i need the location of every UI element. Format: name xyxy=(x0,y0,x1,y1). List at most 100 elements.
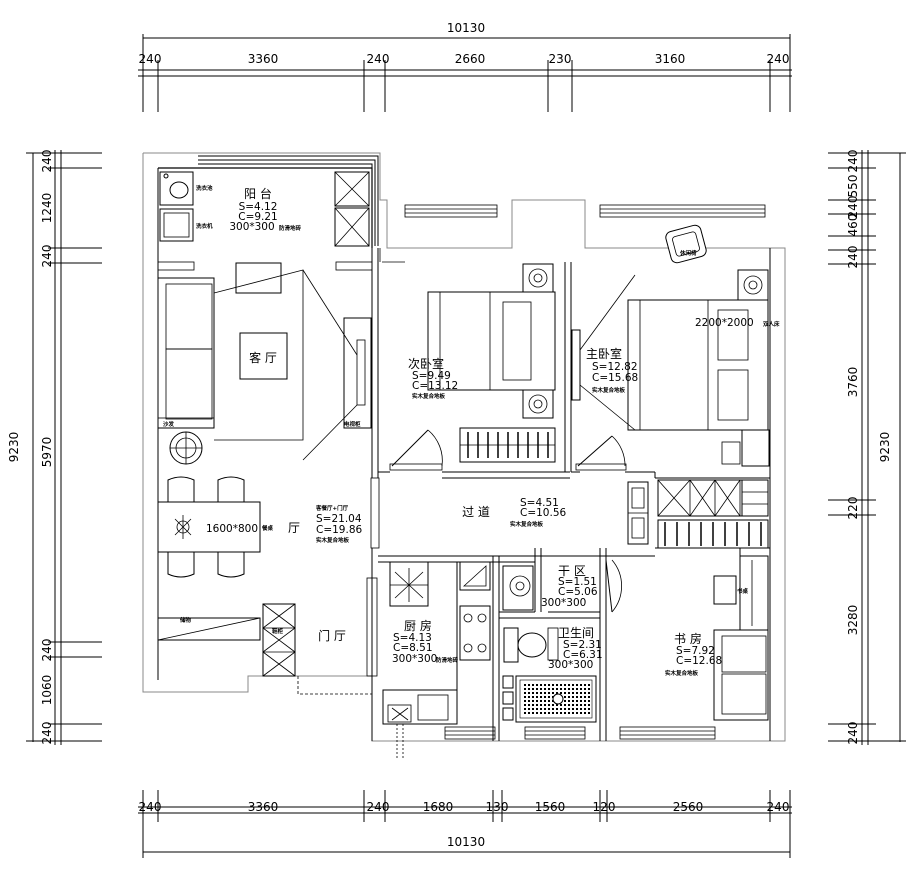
right-dim-7: 3280 xyxy=(846,605,860,636)
balcony-note: 防滑地砖 xyxy=(279,224,302,232)
second-bedroom-area: S=9.49 xyxy=(412,370,451,382)
bottom-dim-1: 3360 xyxy=(248,800,279,814)
table-suffix: 餐桌 xyxy=(261,524,274,532)
second-bedroom-door xyxy=(389,429,443,471)
sink xyxy=(382,689,458,725)
second-bedroom-perimeter: C=13.12 xyxy=(412,380,458,392)
left-dim-3: 5970 xyxy=(40,437,54,468)
bathroom: 卫生间 S=2.31 C=6.31 300*300 xyxy=(502,626,603,723)
living-name: 客 厅 xyxy=(249,350,277,365)
nightstand-top xyxy=(522,263,554,293)
bathroom-tile: 300*300 xyxy=(548,659,593,671)
top-dim-0: 240 xyxy=(139,52,162,66)
window-study xyxy=(619,726,716,740)
kitchen-note: 防滑地砖 xyxy=(436,656,459,664)
window-master-bedroom xyxy=(599,204,766,218)
dining-table xyxy=(157,501,261,553)
study-sofa xyxy=(713,629,769,721)
nightstand-master-bottom xyxy=(721,429,770,467)
window-second-bedroom xyxy=(404,204,498,218)
dining-area: 1600*800 餐桌 厅 客餐厅+门厅 S=21.04 C=19.86 实木复… xyxy=(157,476,363,578)
top-dim-1: 3360 xyxy=(248,52,279,66)
right-dim-3: 460 xyxy=(846,214,860,237)
kitchen-name: 厨 房 xyxy=(404,618,432,633)
dry-zone-door xyxy=(605,559,622,613)
balcony-area: 洗衣池 洗衣机 阳 台 S=4.12 C=9.21 300*300 防滑地砖 xyxy=(159,171,370,247)
bed-size: 2200*2000 xyxy=(695,317,754,329)
dining-prefix: 客餐厅+门厅 xyxy=(315,504,349,512)
bed-suffix: 双人床 xyxy=(763,320,780,328)
right-total-dim: 9230 xyxy=(878,432,892,463)
bottom-dimensions: 240 3360 240 1680 130 1560 120 2560 240 … xyxy=(138,790,792,858)
toilet xyxy=(503,627,547,663)
study: 书桌 书 房 S=7.92 C=12.68 实木复合地板 xyxy=(665,555,769,721)
corridor-note: 实木复合地板 xyxy=(510,520,544,528)
entry-cabinet: 储物 xyxy=(157,616,261,641)
balcony-cabinets xyxy=(334,171,370,247)
top-dim-5: 3160 xyxy=(655,52,686,66)
shower-tray xyxy=(515,675,597,723)
master-bedroom-name: 主卧室 xyxy=(586,346,622,361)
bottom-dim-2: 240 xyxy=(367,800,390,814)
study-name: 书 房 xyxy=(674,631,702,646)
bathroom-area: S=2.31 xyxy=(563,639,602,651)
right-dim-4: 240 xyxy=(846,246,860,269)
bottom-dim-0: 240 xyxy=(139,800,162,814)
kitchen-door-panel xyxy=(366,577,378,677)
bathroom-perimeter: C=6.31 xyxy=(563,649,603,661)
bath-door-panel xyxy=(547,627,559,661)
window-bath xyxy=(524,726,586,740)
second-bedroom: 次卧室 S=9.49 C=13.12 实木复合地板 xyxy=(379,248,556,471)
master-bedroom-perimeter: C=15.68 xyxy=(592,372,638,384)
bed-master xyxy=(627,299,769,431)
study-desk xyxy=(739,555,769,631)
corridor-perimeter: C=10.56 xyxy=(520,507,567,519)
nightstand-bottom xyxy=(522,389,554,419)
washbasin-label: 洗衣池 xyxy=(196,184,213,192)
sofa xyxy=(157,277,215,429)
balcony-tile: 300*300 xyxy=(229,221,274,233)
right-dim-1: 550 xyxy=(846,175,860,198)
shoe-label: 鞋柜 xyxy=(272,627,284,635)
right-dim-0: 240 xyxy=(846,150,860,173)
dry-zone: 干 区 S=1.51 C=5.06 300*300 xyxy=(502,559,622,613)
bathroom-name: 卫生间 xyxy=(558,626,594,640)
fridge xyxy=(389,561,429,607)
top-dim-6: 240 xyxy=(767,52,790,66)
left-dimensions: 9230 240 1240 240 5970 240 1060 240 xyxy=(7,150,102,745)
left-dim-2: 240 xyxy=(40,245,54,268)
corridor-name: 过 道 xyxy=(462,505,490,519)
side-table xyxy=(169,431,203,465)
dining-name: 厅 xyxy=(288,521,300,535)
second-bedroom-name: 次卧室 xyxy=(408,356,444,371)
dry-basin xyxy=(502,565,534,611)
left-dim-4: 240 xyxy=(40,639,54,662)
living-room: 沙发 客 厅 电视柜 xyxy=(157,262,372,465)
cabinet-label: 储物 xyxy=(179,616,192,624)
bath-fixtures xyxy=(502,675,514,721)
left-dim-1: 1240 xyxy=(40,193,54,224)
bottom-dim-8: 240 xyxy=(767,800,790,814)
washbasin-fixture xyxy=(159,171,194,206)
rug-outline xyxy=(213,269,304,441)
entry-area: 储物 鞋柜 门 厅 xyxy=(157,603,372,695)
stove xyxy=(459,605,491,661)
washer-label: 洗衣机 xyxy=(196,222,213,230)
armchair-top xyxy=(235,262,282,294)
master-bedroom-note: 实木复合地板 xyxy=(592,386,626,394)
bottom-total-dim: 10130 xyxy=(447,835,485,849)
left-dim-6: 240 xyxy=(40,722,54,745)
master-bedroom-area: S=12.82 xyxy=(592,361,638,373)
master-bedroom: 休闲椅 2200*2000 双人床 主卧室 S=12.82 C=15.68 实木… xyxy=(571,224,780,471)
right-dim-5: 3760 xyxy=(846,367,860,398)
bottom-dim-3: 1680 xyxy=(423,800,454,814)
study-area: S=7.92 xyxy=(676,645,715,657)
coffee-table xyxy=(239,332,288,380)
kitchen: 厨 房 S=4.13 C=8.51 300*300 防滑地砖 xyxy=(366,561,491,760)
master-tv xyxy=(571,329,581,401)
top-dim-4: 230 xyxy=(549,52,572,66)
dry-zone-tile: 300*300 xyxy=(541,597,586,609)
corridor-area: S=4.51 xyxy=(520,497,559,509)
dining-note: 实木复合地板 xyxy=(316,536,350,544)
top-dimensions: 10130 240 3360 240 2660 230 3160 240 xyxy=(138,21,792,112)
